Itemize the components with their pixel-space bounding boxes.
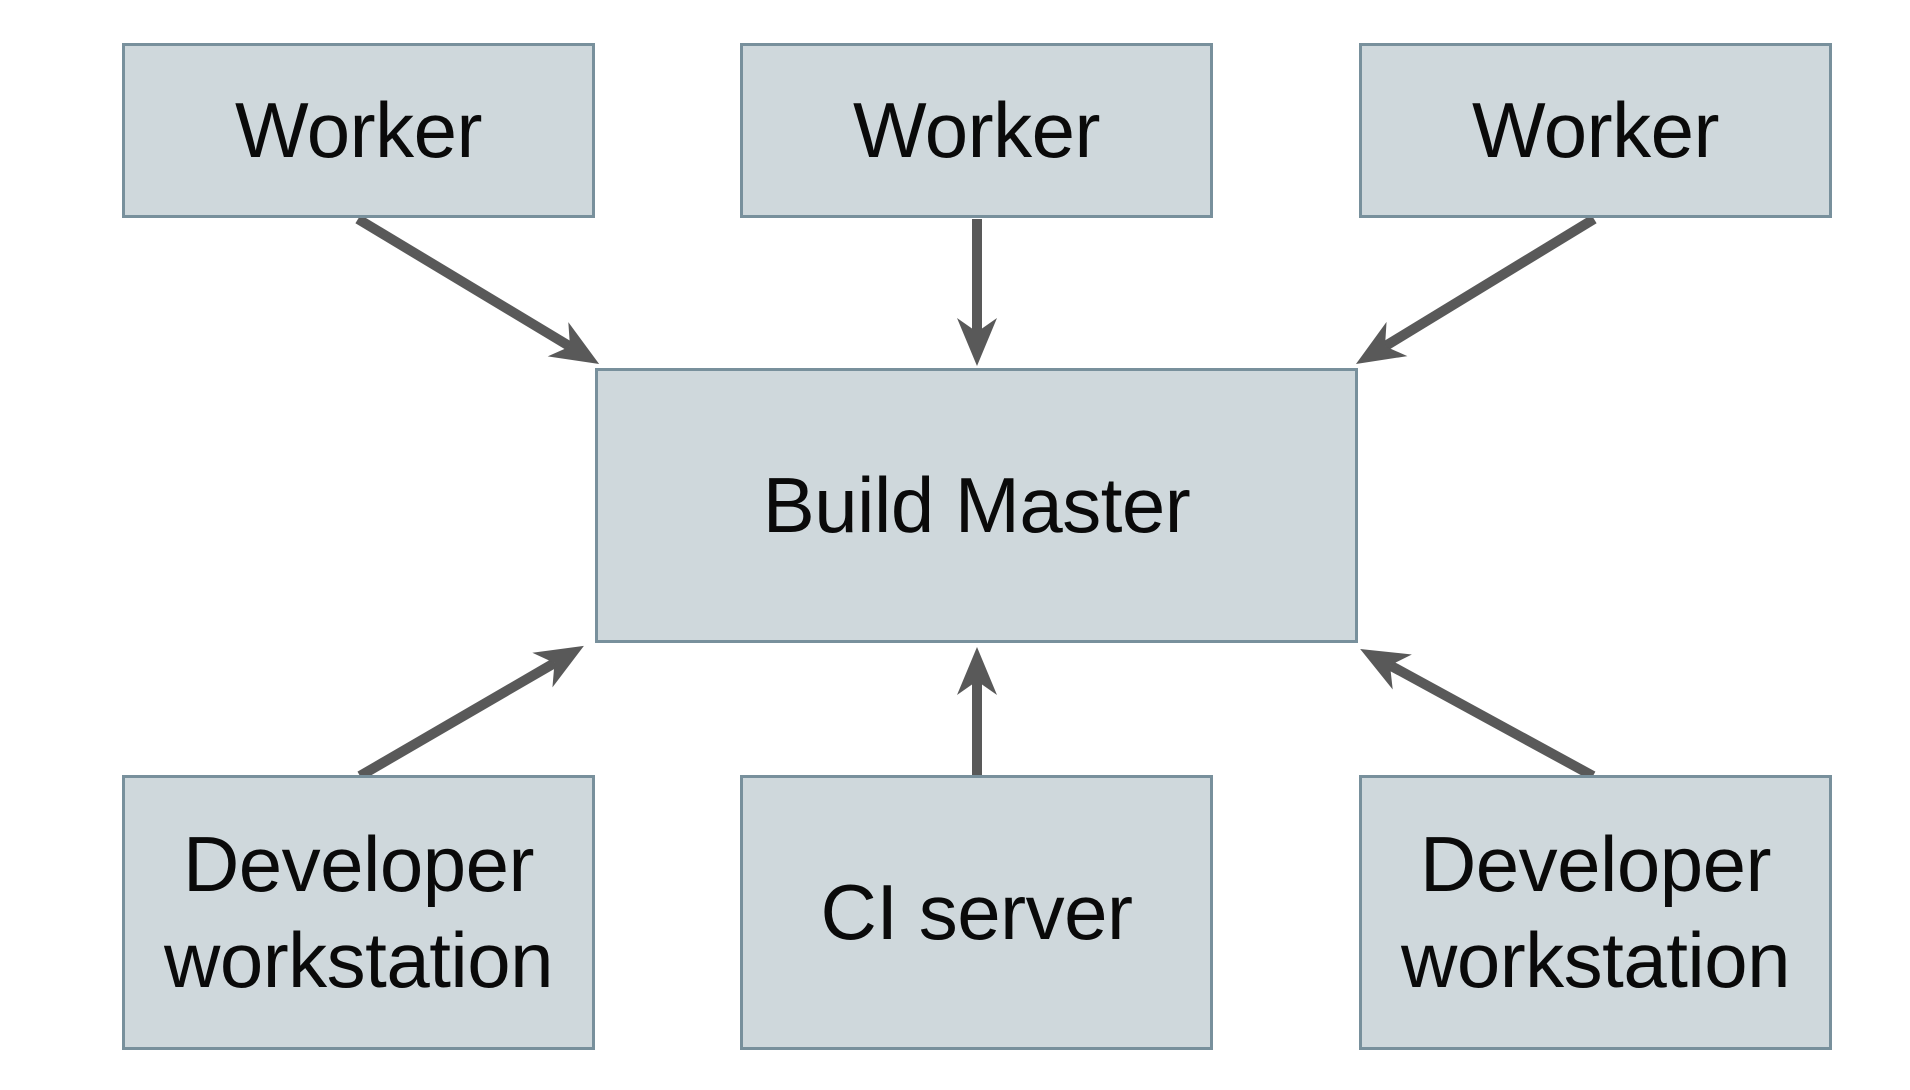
- arrow-dev-left-to-build-master: [357, 645, 584, 781]
- node-worker-2-label: Worker: [853, 85, 1100, 174]
- node-developer-workstation-right: Developer workstation: [1359, 775, 1832, 1050]
- arrow-worker1-to-build-master: [355, 214, 600, 365]
- node-worker-1-label: Worker: [235, 85, 482, 174]
- node-ci-server: CI server: [740, 775, 1213, 1050]
- node-build-master: Build Master: [595, 368, 1358, 643]
- node-worker-2: Worker: [740, 43, 1213, 218]
- arrow-dev-right-to-build-master: [1360, 649, 1596, 781]
- node-developer-workstation-left: Developer workstation: [122, 775, 595, 1050]
- node-worker-1: Worker: [122, 43, 595, 218]
- node-developer-workstation-left-label: Developer workstation: [164, 819, 554, 1004]
- node-worker-3-label: Worker: [1472, 85, 1719, 174]
- node-build-master-label: Build Master: [762, 460, 1191, 549]
- node-worker-3: Worker: [1359, 43, 1832, 218]
- node-ci-server-label: CI server: [820, 867, 1133, 956]
- arrow-worker3-to-build-master: [1355, 214, 1597, 364]
- node-developer-workstation-right-label: Developer workstation: [1401, 819, 1791, 1004]
